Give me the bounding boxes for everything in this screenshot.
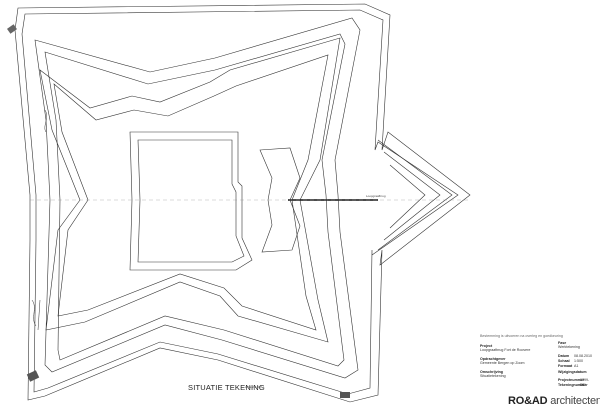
format-value: A1 [574, 364, 579, 368]
client-value: Gemeente Bergen op Zoom [480, 361, 525, 365]
stair-top-left [7, 24, 17, 34]
inner-courtyard-inner [137, 139, 245, 263]
scale-value: 1:500 [574, 359, 583, 363]
project-value: Loopgraafbrug Fort de Roovere [480, 348, 531, 352]
ravelin-outline [377, 139, 453, 251]
date-label: Datum [558, 354, 570, 358]
stair-bottom-left [26, 370, 40, 382]
covered-way-inner [44, 33, 346, 367]
drawing-number-value: 001 [580, 383, 586, 387]
fortress-outer-outline [14, 3, 471, 403]
drawing-scale: schaal 1:500 [245, 384, 263, 389]
scale-label: Schaal [558, 359, 570, 363]
project-number-value: 0799-04 [580, 378, 590, 387]
covered-way-outline [34, 17, 361, 379]
firm-name-main: RO&AD [508, 395, 548, 407]
ravelin-inner-2 [389, 164, 426, 229]
title-block: Bestemming is uitvoeren na overleg en go… [480, 334, 592, 412]
drawing-number-label: Tekeningnummer [558, 383, 588, 387]
rampart-inner [53, 54, 329, 331]
left-bastion-detail [31, 299, 41, 331]
rampart-outline [39, 37, 341, 343]
designation-value: Situatietekening [480, 374, 506, 378]
phase-label: Fase [558, 341, 567, 345]
project-number-label: Projectnummer [558, 378, 585, 382]
ravelin-inner [383, 151, 441, 241]
left-upper-detail [44, 109, 47, 133]
phase-value: Werktekening [558, 345, 580, 349]
format-label: Formaat [558, 364, 573, 368]
revision-label: Wijzigingsdatum [558, 370, 587, 374]
inner-bastion-band [259, 147, 301, 253]
title-block-note: Bestemming is uitvoeren na overleg en go… [480, 334, 563, 338]
date-value: 08.08.2010 [574, 354, 592, 358]
fortress-outer-outline-inner [21, 9, 459, 395]
project-label: Project [480, 344, 493, 348]
designation-label: Omschrijving [480, 370, 503, 374]
bridge-annotation: Loopgraafbrug [366, 194, 386, 198]
firm-logo: RO&AD architecten [508, 395, 600, 407]
firm-name-sub: architecten [547, 395, 600, 407]
stair-bottom-right [340, 392, 350, 398]
client-label: Opdrachtgever [480, 357, 506, 361]
drawing-title: SITUATIE TEKENING [188, 383, 265, 392]
inner-courtyard-outline [129, 131, 253, 271]
